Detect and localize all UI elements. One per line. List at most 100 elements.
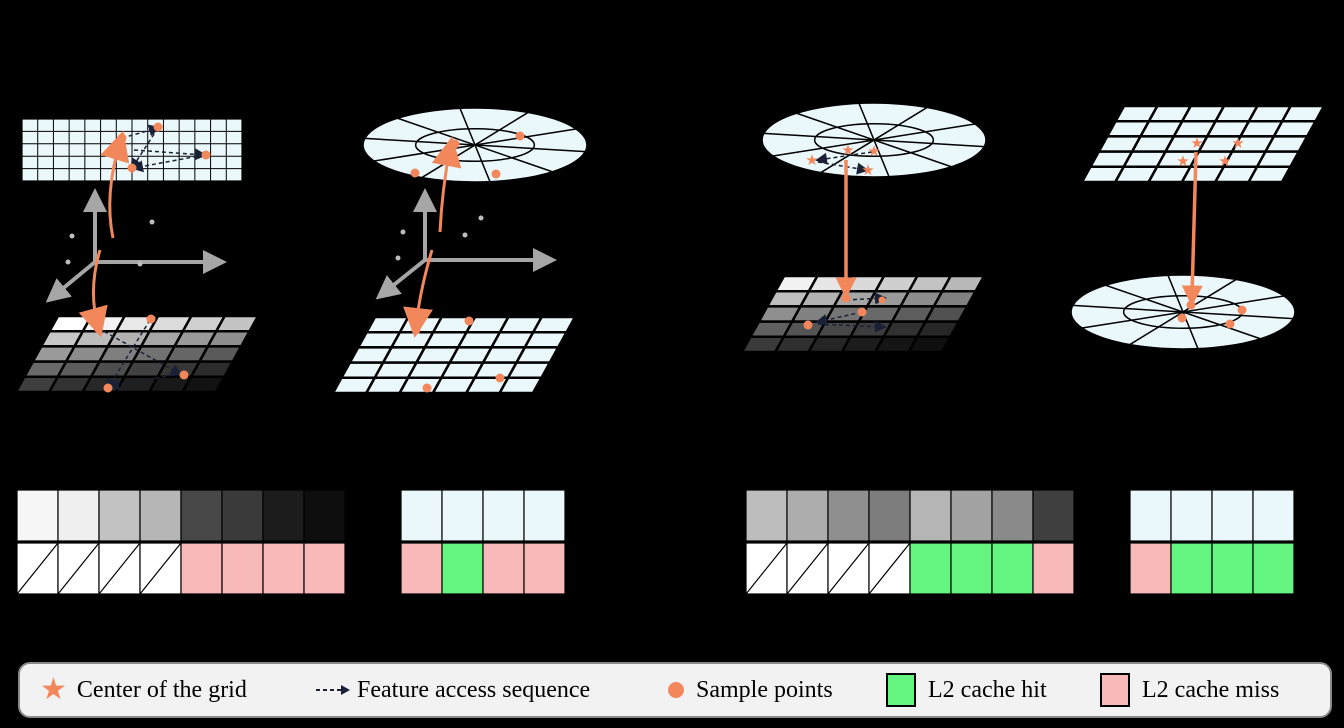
polar-inner-ring (414, 127, 536, 163)
cache-empty-slash (786, 542, 829, 595)
grid-cell (1272, 119, 1317, 138)
cache-empty-slash (745, 542, 788, 595)
cache-miss-cell (482, 542, 525, 595)
grid-cell (498, 376, 543, 395)
gray-cache-grid (740, 274, 986, 354)
legend-item-sequence: Feature access sequence (315, 664, 590, 716)
grid-cell (181, 375, 226, 394)
cache-miss-cell (523, 542, 566, 595)
memory-cell (909, 489, 952, 542)
legend-hit-label: L2 cache hit (928, 676, 1047, 703)
grid-cell (189, 360, 235, 379)
mapping-arrows (78, 130, 130, 338)
svg-text:★: ★ (805, 151, 818, 169)
cache-miss-cell (180, 542, 223, 595)
memory-table (400, 489, 566, 595)
dashed-arrow-icon (316, 685, 350, 695)
svg-text:★: ★ (1190, 134, 1203, 152)
cache-miss-cell (262, 542, 305, 595)
cache-hit-cell (950, 542, 993, 595)
memory-cell (1032, 489, 1075, 542)
grid-cell (215, 314, 260, 333)
sample-dot-icon (803, 293, 886, 330)
cache-miss-swatch (1100, 673, 1130, 707)
polar-spoke (1081, 295, 1285, 329)
light-feature-grid (1080, 104, 1326, 184)
sample-dot-icon (1177, 300, 1247, 329)
svg-text:★: ★ (861, 161, 874, 179)
legend-sequence-label: Feature access sequence (357, 676, 591, 703)
cache-miss-cell (221, 542, 264, 595)
memory-cache-tables (16, 489, 1295, 595)
svg-text:★: ★ (1176, 152, 1189, 170)
center-star-icon: ★ (40, 673, 67, 706)
cache-hit-cell (909, 542, 952, 595)
svg-text:★: ★ (867, 142, 880, 160)
grid-cell (924, 305, 969, 323)
memory-table (16, 489, 346, 595)
memory-cell (523, 489, 566, 542)
sample-dot-icon (668, 682, 684, 698)
polar-cache-grid (1070, 274, 1296, 350)
memory-cell (1129, 489, 1172, 542)
legend-item-center: ★ Center of the grid (40, 664, 247, 716)
polar-inner-ring (813, 122, 935, 158)
grid-cell (941, 274, 986, 293)
svg-text:★: ★ (841, 141, 854, 159)
memory-cell (786, 489, 829, 542)
legend-item-miss: L2 cache miss (1100, 664, 1279, 716)
memory-cell (221, 489, 264, 542)
gray-cache-grid (14, 314, 260, 394)
memory-cell (482, 489, 525, 542)
sample-dot-icon (93, 122, 211, 393)
grid-cell (1281, 104, 1326, 123)
grid-cell (506, 361, 552, 380)
grid-cell (206, 329, 251, 348)
cache-hit-swatch (886, 673, 916, 707)
cache-miss-cell (303, 542, 346, 595)
polar-feature-grid (362, 107, 588, 183)
scatter-points (65, 219, 155, 267)
memory-cell (991, 489, 1034, 542)
grid-cell (532, 315, 577, 334)
access-sequence-arrows (97, 124, 207, 391)
cache-hit-cell (991, 542, 1034, 595)
svg-text:★: ★ (1218, 152, 1231, 170)
legend-sample-label: Sample points (696, 676, 833, 703)
memory-cell (180, 489, 223, 542)
memory-table (745, 489, 1075, 595)
memory-cell (1252, 489, 1295, 542)
memory-cell (950, 489, 993, 542)
grid-cell (932, 289, 977, 308)
grid-cell (907, 335, 952, 354)
light-cache-grid (331, 315, 577, 395)
grid-cell (915, 320, 961, 339)
panel-1-dense-grid-to-hashgrid (14, 118, 260, 394)
grid-cell (1247, 165, 1292, 184)
legend-center-label: Center of the grid (76, 676, 247, 703)
memory-cell (57, 489, 100, 542)
cache-hit-cell (1170, 542, 1213, 595)
grid-cell (1255, 150, 1301, 169)
polar-spoke (373, 128, 577, 162)
cache-empty-slash (827, 542, 870, 595)
memory-cell (441, 489, 484, 542)
memory-cell (1211, 489, 1254, 542)
memory-table (1129, 489, 1295, 595)
memory-cell (745, 489, 788, 542)
legend-item-sample: Sample points (668, 664, 833, 716)
mapping-arrows (403, 136, 462, 338)
svg-text:★: ★ (1231, 134, 1244, 152)
memory-cell (400, 489, 443, 542)
cache-empty-slash (868, 542, 911, 595)
memory-cell (1170, 489, 1213, 542)
memory-cell (16, 489, 59, 542)
legend-item-hit: L2 cache hit (886, 664, 1047, 716)
projection-arrow (1181, 151, 1203, 307)
panel-3-polar-centers-to-grid: ★★ ★★ (740, 102, 987, 354)
memory-cell (827, 489, 870, 542)
cache-hit-cell (1211, 542, 1254, 595)
panel-2-polar-to-grid (331, 107, 588, 395)
cache-hit-cell (1252, 542, 1295, 595)
cache-empty-slash (57, 542, 100, 595)
